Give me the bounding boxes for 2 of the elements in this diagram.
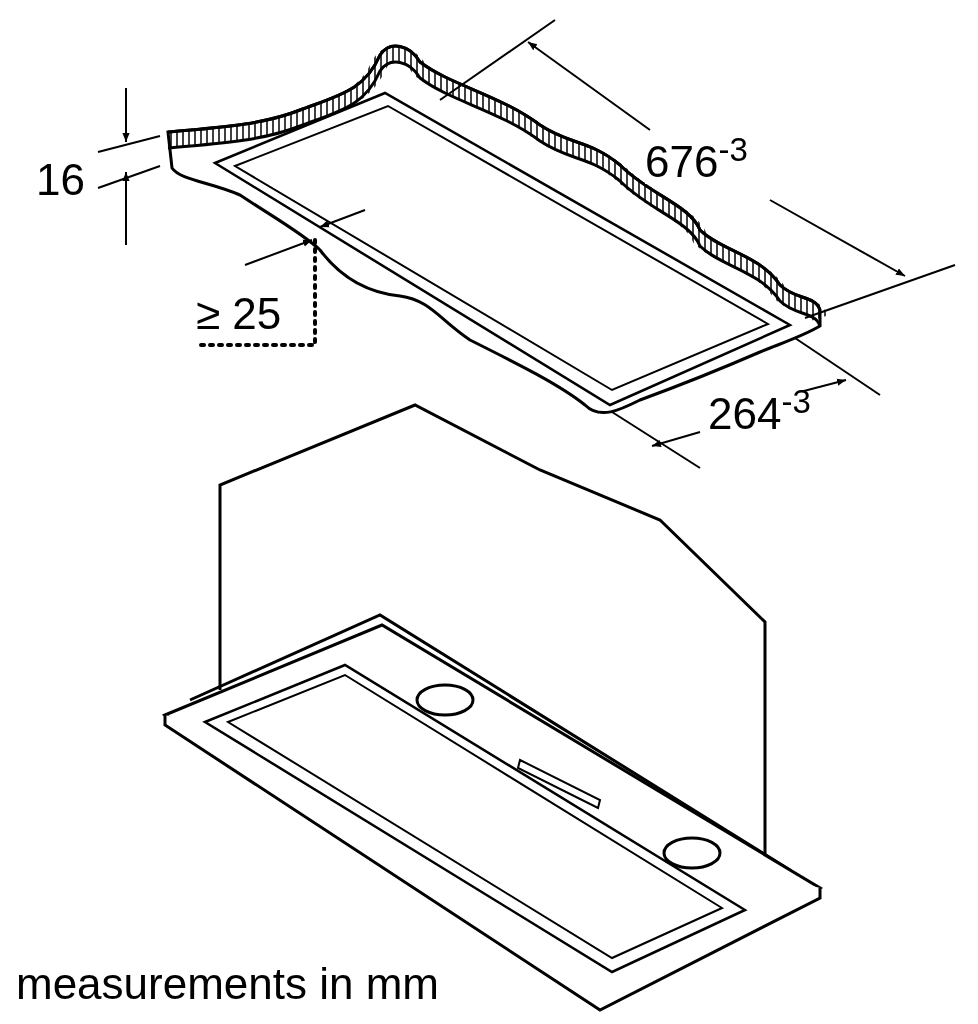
- caption: measurements in mm: [16, 962, 439, 1006]
- dimension-label: 676$^{-3}$: [645, 140, 748, 184]
